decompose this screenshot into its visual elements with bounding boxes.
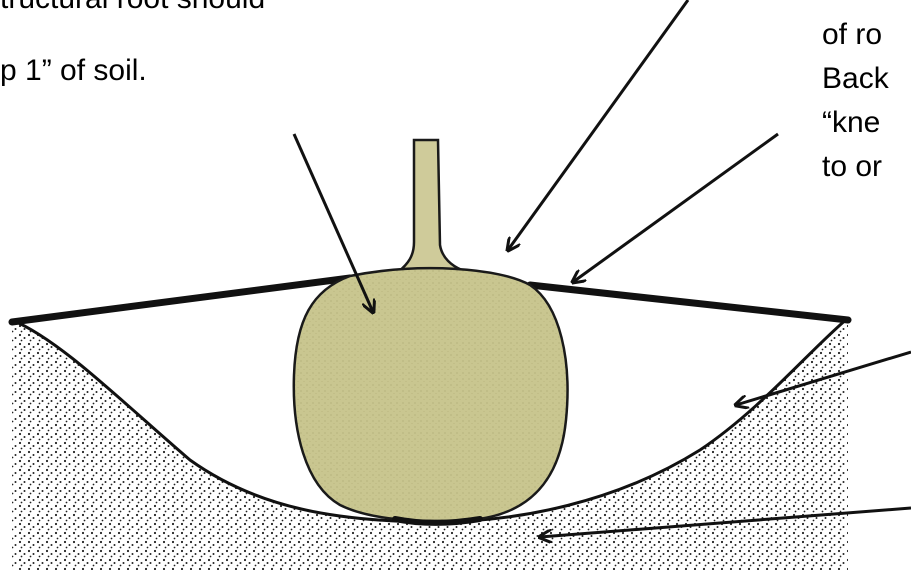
- arrow-to-grade-line: [573, 134, 778, 282]
- grade-line-right: [530, 285, 848, 320]
- label-left-line-1: tructural root should: [0, 0, 265, 18]
- arrow-to-root-flare: [508, 0, 688, 250]
- root-ball: [294, 268, 568, 521]
- grade-line-left: [12, 278, 350, 322]
- trunk-stem: [398, 140, 462, 272]
- label-left-line-2: p 1” of soil.: [0, 52, 147, 90]
- label-right-line-1: of ro: [822, 16, 882, 54]
- label-right-line-3: “kne: [822, 104, 880, 142]
- label-right-line-4: to or: [822, 148, 882, 186]
- label-right-line-2: Back: [822, 60, 889, 98]
